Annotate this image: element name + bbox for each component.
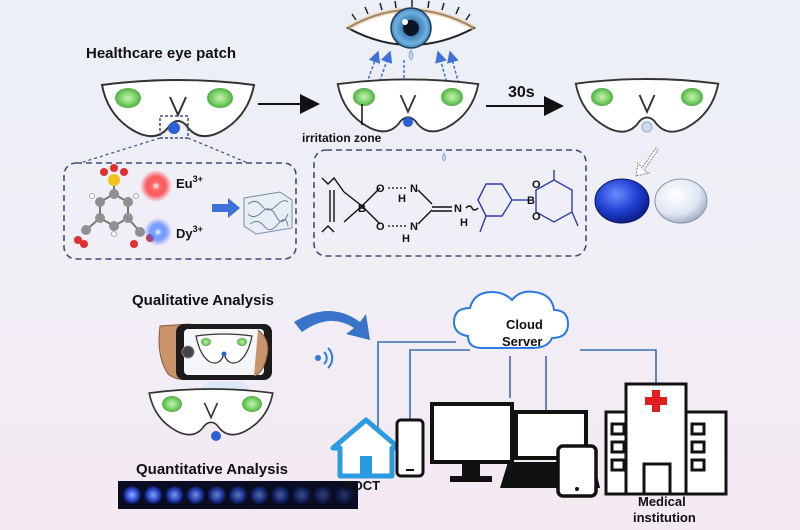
bond-structure-left — [321, 176, 381, 233]
well-1 — [123, 486, 141, 504]
sensor-left — [591, 88, 613, 106]
tear-drop — [408, 49, 414, 61]
sensor-left — [162, 396, 182, 412]
dy-charge: 3+ — [193, 224, 203, 234]
atom-b2: B — [527, 195, 535, 207]
atom-n2: N — [410, 221, 418, 233]
title-text: Healthcare eye patch — [86, 45, 236, 62]
cloud-label-1: Cloud — [506, 317, 543, 332]
bond-structure-right — [477, 170, 579, 233]
guanidine-core — [417, 189, 479, 225]
atom-h1: H — [398, 193, 406, 205]
quantitative-label: Quantitative Analysis — [136, 461, 288, 478]
atom-h2: H — [402, 233, 410, 245]
sensor-right — [242, 396, 262, 412]
sensor-right — [441, 88, 463, 106]
atom-nh: N — [454, 203, 462, 215]
sensor-left — [353, 88, 375, 106]
eu-symbol: Eu — [176, 176, 193, 191]
well-4 — [186, 486, 205, 504]
desktop-icon — [430, 402, 514, 482]
polymer-network — [243, 191, 293, 235]
atom-h3: H — [460, 217, 468, 229]
qualitative-label: Qualitative Analysis — [132, 292, 274, 309]
result-pale — [654, 178, 708, 224]
molecule-model — [74, 164, 154, 248]
sensor-left — [115, 88, 141, 108]
phone-device-icon — [395, 418, 425, 478]
tablet-icon — [556, 444, 598, 498]
wifi-icon — [315, 347, 334, 369]
dy-label: Dy3+ — [176, 224, 203, 241]
medical-label-1: Medical — [638, 494, 686, 509]
sensor-right — [207, 88, 233, 108]
down-arrow-hollow — [635, 147, 659, 177]
eyelashes — [351, 0, 471, 21]
well-7 — [250, 486, 269, 504]
medical-cross-icon — [645, 390, 667, 412]
patch-initial — [100, 78, 256, 139]
well-11 — [335, 486, 353, 504]
curved-arrow — [294, 311, 370, 340]
well-group — [123, 486, 353, 504]
well-6 — [229, 486, 247, 504]
result-blue — [594, 178, 650, 224]
drop-small — [442, 152, 446, 162]
zoom-line-right — [187, 137, 249, 164]
cloud-icon — [452, 290, 570, 349]
bond-box — [313, 149, 587, 257]
well-2 — [144, 486, 163, 504]
well-10 — [313, 486, 332, 504]
atom-n1: N — [410, 183, 418, 195]
atom-o2: O — [376, 221, 385, 233]
well-5 — [207, 486, 226, 504]
indicator-dot — [403, 117, 413, 127]
patch-scanned — [148, 388, 274, 441]
sensor-right — [681, 88, 703, 106]
home-icon — [330, 417, 402, 479]
synthesis-arrow — [212, 198, 240, 218]
poct-label: POCT — [344, 478, 380, 493]
time-label: 30s — [508, 84, 535, 101]
patch-contact — [336, 78, 480, 133]
patch-result — [574, 78, 720, 133]
cloud-label-2: Server — [502, 334, 542, 349]
indicator-dot — [211, 431, 221, 441]
zoom-line-left — [79, 137, 161, 164]
eu-glow — [140, 170, 172, 202]
atom-o4: O — [532, 211, 541, 223]
well-8 — [271, 486, 290, 504]
eu-charge: 3+ — [193, 174, 203, 184]
indicator-dot-faded — [641, 121, 653, 133]
chem-box — [63, 162, 297, 260]
atom-o1: O — [376, 183, 385, 195]
smartphone-in-hand — [158, 323, 272, 380]
indicator-dot — [168, 122, 180, 134]
well-3 — [165, 486, 184, 504]
medical-label-2: institution — [633, 510, 696, 525]
eye-illustration — [345, 0, 477, 61]
atom-b1: B — [358, 203, 366, 215]
well-9 — [292, 486, 311, 504]
atom-o3: O — [532, 179, 541, 191]
dy-symbol: Dy — [176, 226, 193, 241]
dy-glow — [144, 218, 172, 246]
eu-label: Eu3+ — [176, 174, 203, 191]
irritation-zone-label: irritation zone — [302, 131, 382, 145]
